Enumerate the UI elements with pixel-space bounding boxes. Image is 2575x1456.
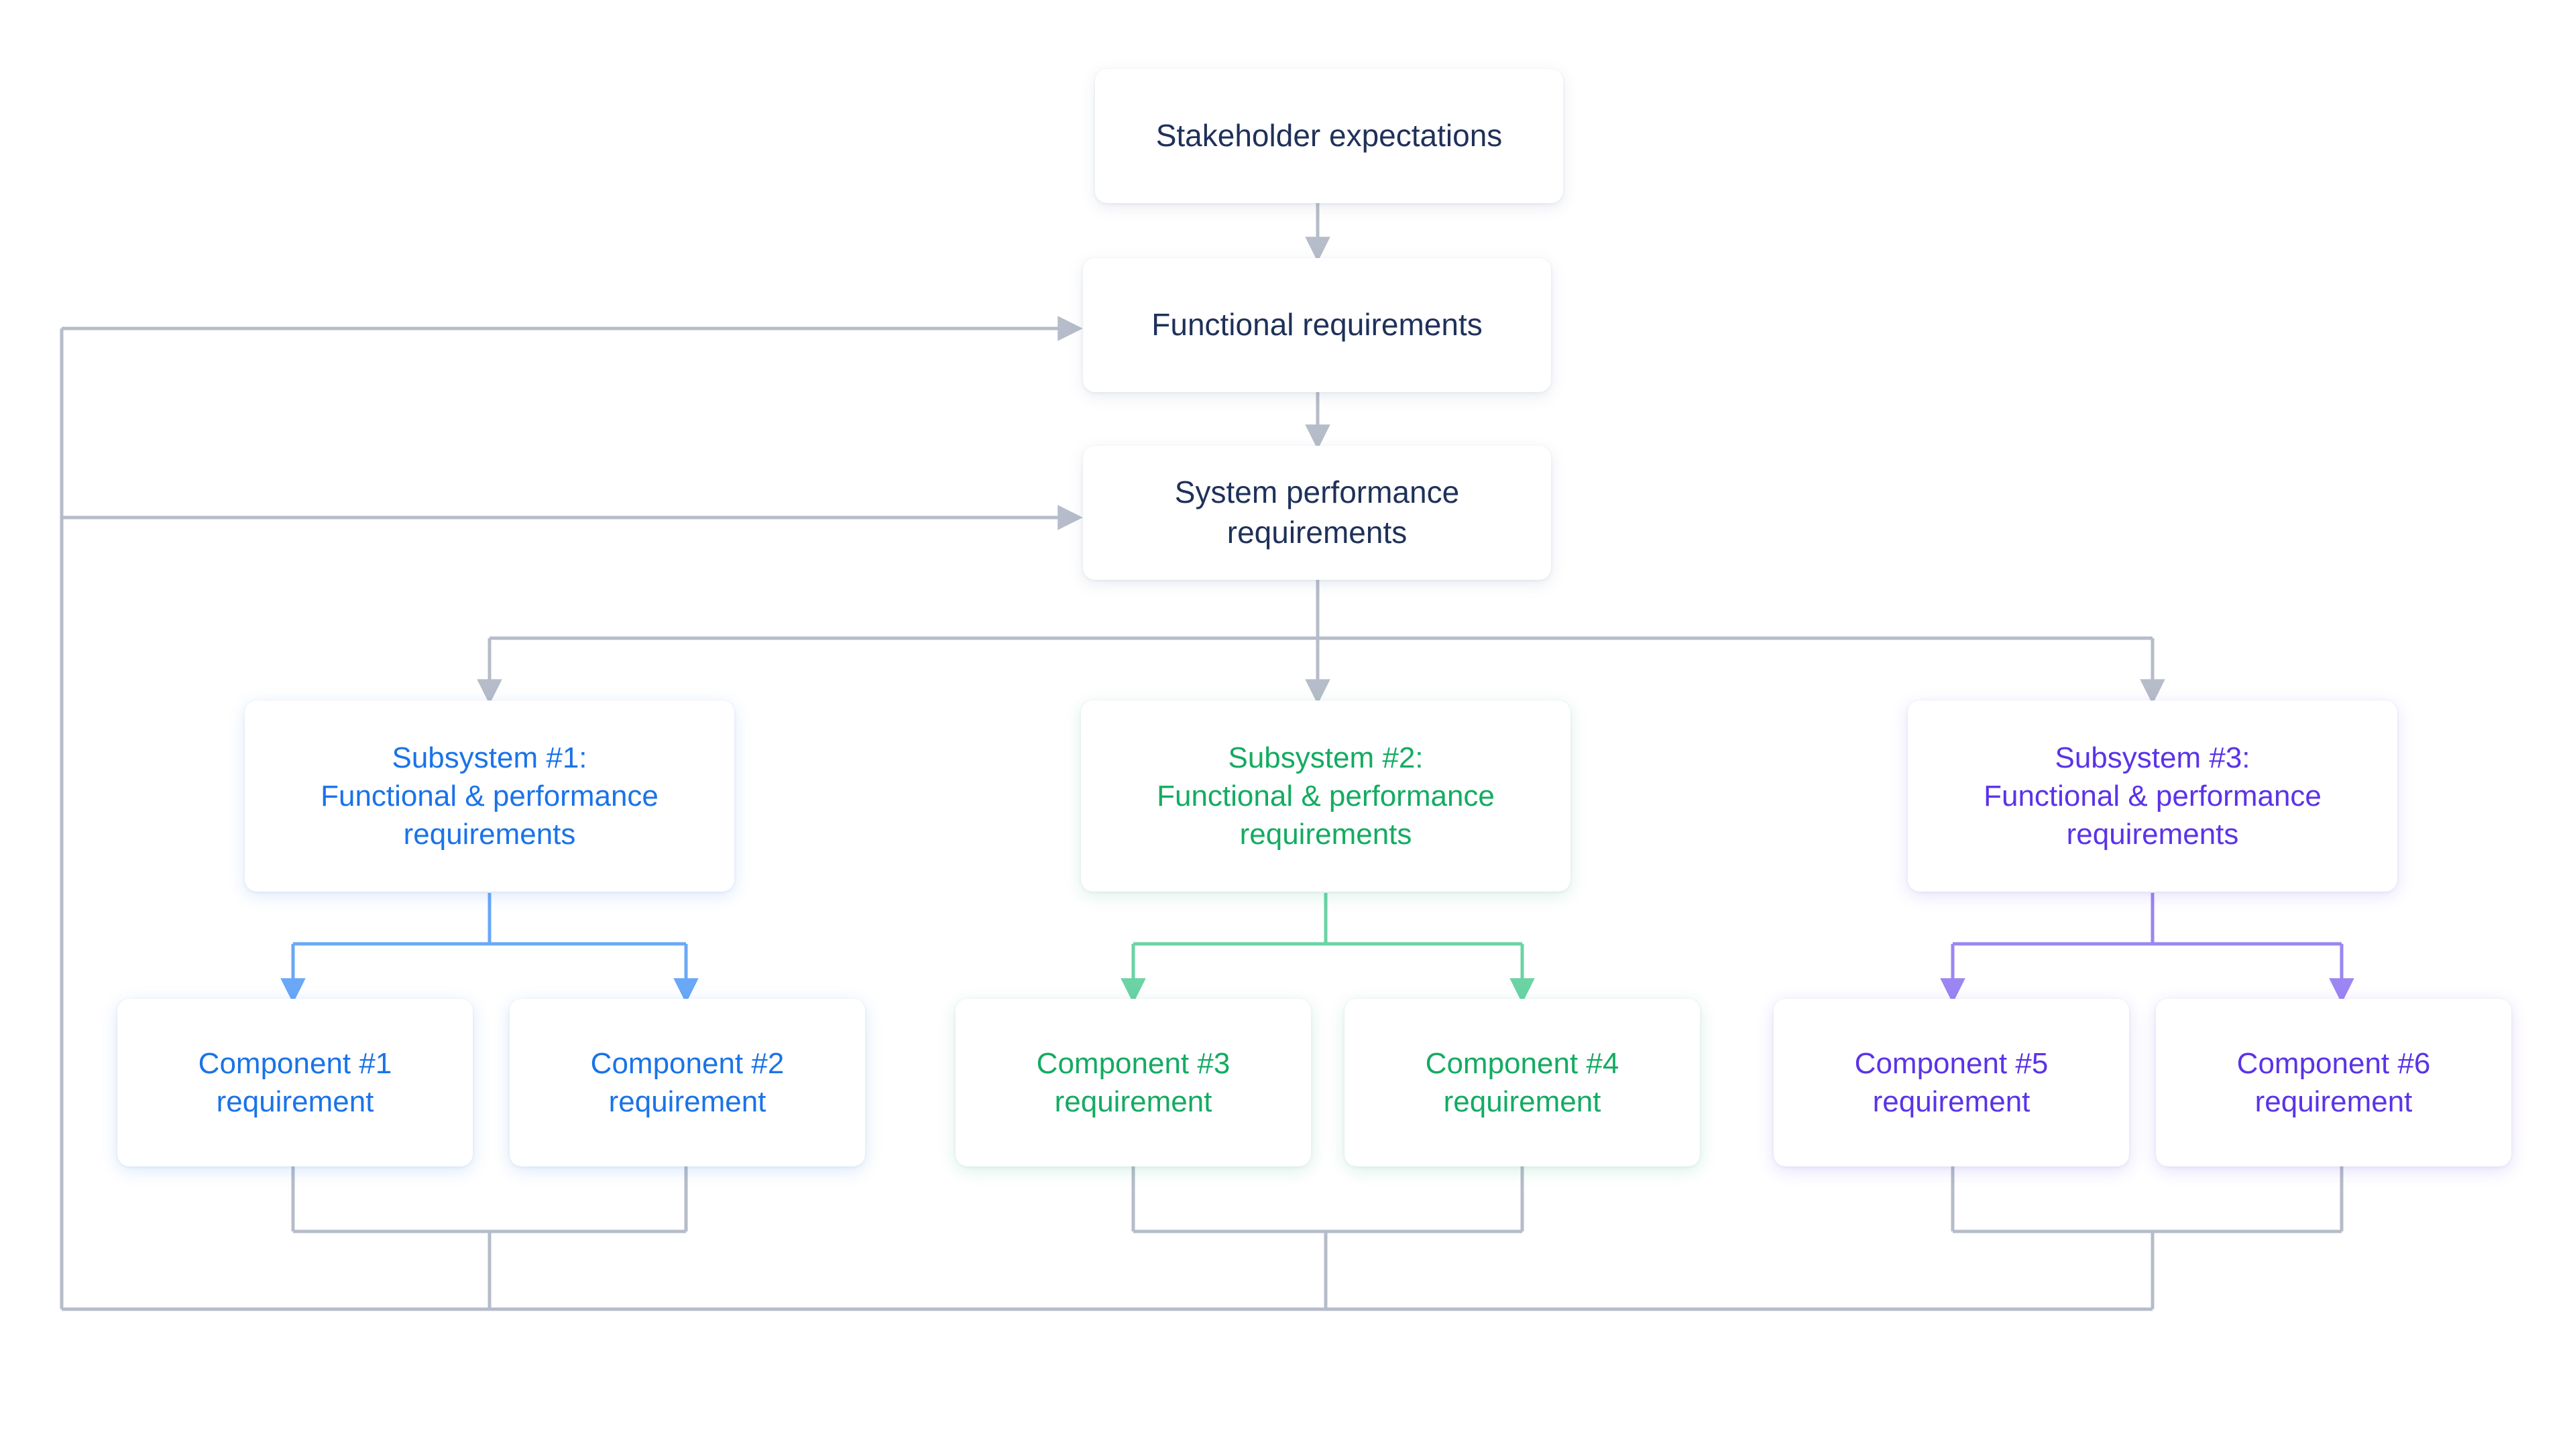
node-label: Component #3 requirement <box>1036 1046 1231 1118</box>
node-label: Component #4 requirement <box>1425 1046 1619 1118</box>
node-component-6[interactable]: Component #6 requirement <box>2156 999 2511 1166</box>
node-subsystem-3[interactable]: Subsystem #3: Functional & performance r… <box>1908 701 2397 892</box>
node-subsystem-2[interactable]: Subsystem #2: Functional & performance r… <box>1081 701 1570 892</box>
node-component-2[interactable]: Component #2 requirement <box>510 999 865 1166</box>
node-label: Component #6 requirement <box>2236 1046 2431 1118</box>
node-system-performance-requirements[interactable]: System performance requirements <box>1083 446 1551 580</box>
node-component-4[interactable]: Component #4 requirement <box>1344 999 1700 1166</box>
node-label: Component #1 requirement <box>198 1046 392 1118</box>
node-label: Functional requirements <box>1151 307 1483 343</box>
node-label: Subsystem #2: Functional & performance r… <box>1157 741 1495 851</box>
node-label: Component #2 requirement <box>590 1046 785 1118</box>
node-subsystem-1[interactable]: Subsystem #1: Functional & performance r… <box>245 701 734 892</box>
node-functional-requirements[interactable]: Functional requirements <box>1083 258 1551 392</box>
node-label: Subsystem #1: Functional & performance r… <box>321 741 659 851</box>
node-component-1[interactable]: Component #1 requirement <box>117 999 473 1166</box>
node-label: Component #5 requirement <box>1854 1046 2049 1118</box>
node-label: Stakeholder expectations <box>1155 118 1503 154</box>
node-label: System performance requirements <box>1174 475 1460 550</box>
node-label: Subsystem #3: Functional & performance r… <box>1984 741 2322 851</box>
node-stakeholder-expectations[interactable]: Stakeholder expectations <box>1095 69 1563 203</box>
node-component-5[interactable]: Component #5 requirement <box>1774 999 2129 1166</box>
node-component-3[interactable]: Component #3 requirement <box>956 999 1311 1166</box>
